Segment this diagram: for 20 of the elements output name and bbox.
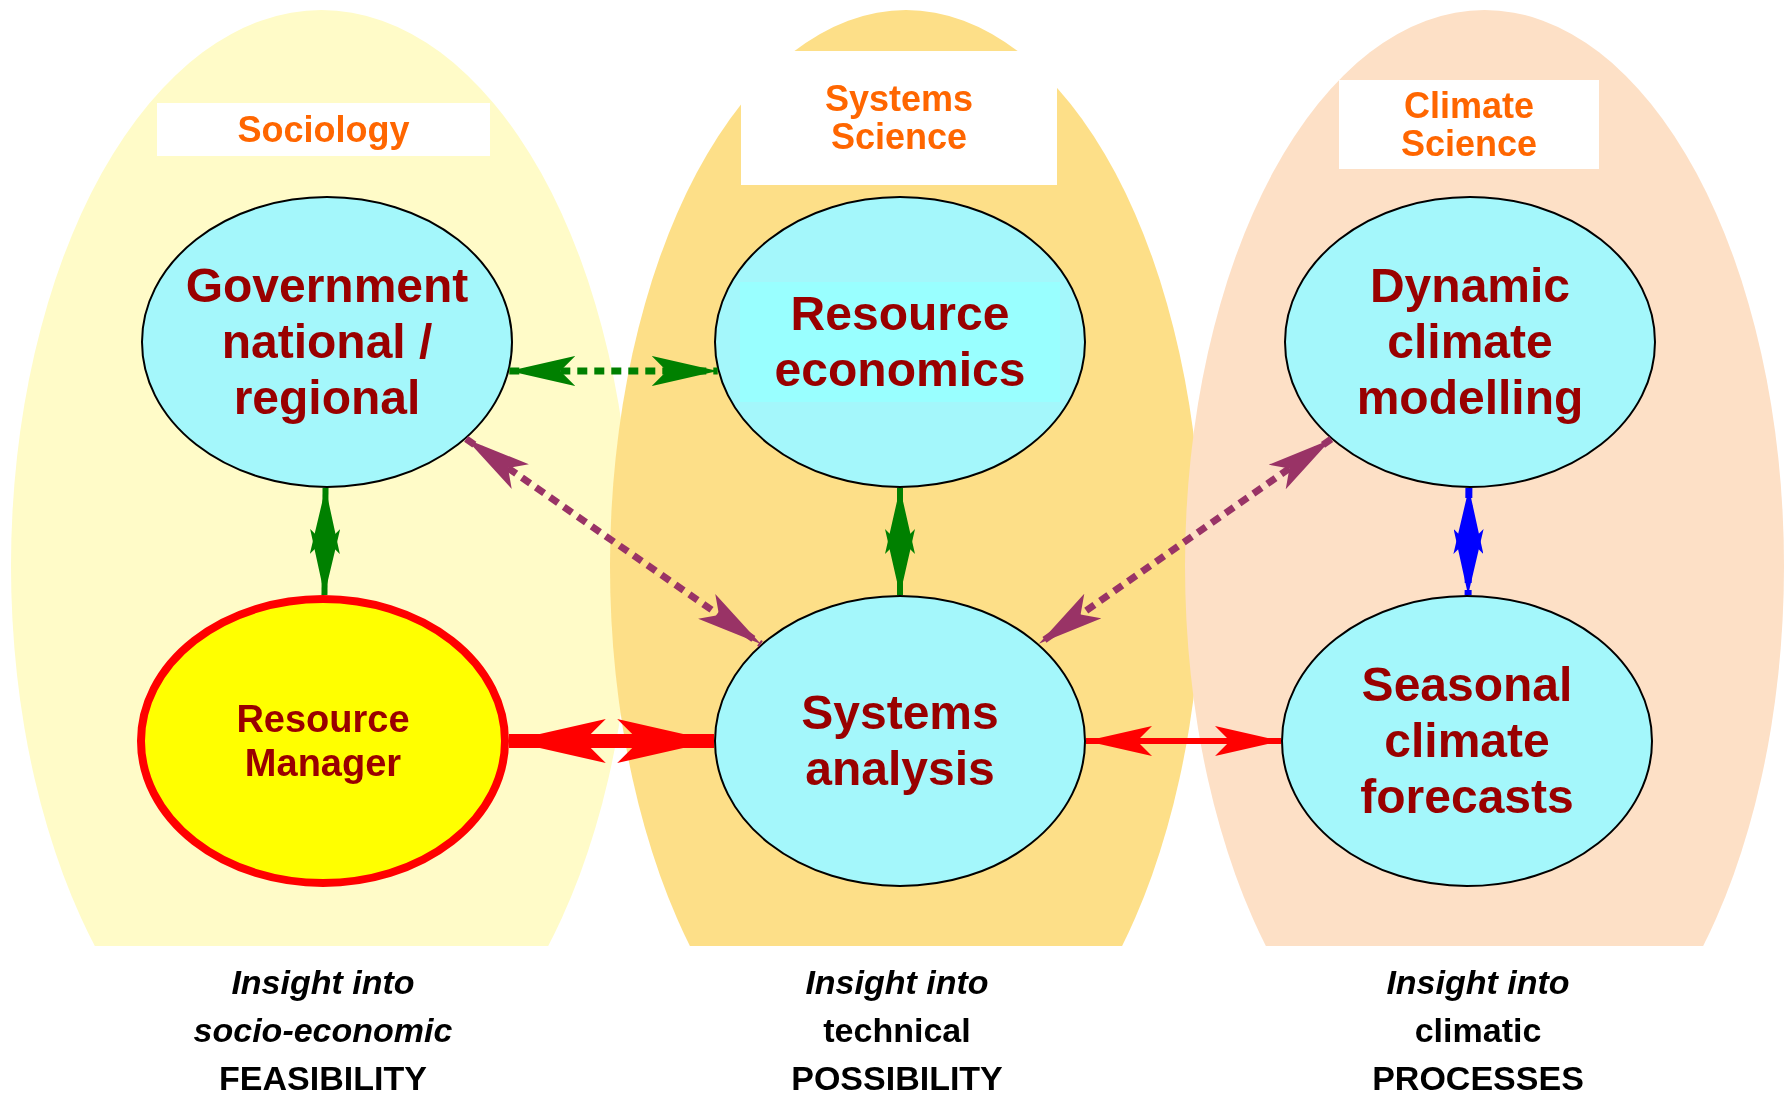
double-arrow	[1036, 436, 1334, 647]
topic-label: Seasonal climate forecasts	[1359, 656, 1575, 826]
double-arrow	[464, 436, 763, 647]
topic-label: Resource economics	[740, 281, 1060, 403]
double-arrow	[309, 487, 341, 596]
insight-caption: Insight into climatic PROCESSES	[1371, 962, 1585, 1099]
double-arrow	[509, 356, 718, 386]
band-heading: Systems Science	[741, 51, 1057, 185]
insight-caption: Insight into socio-economic FEASIBILITY	[192, 962, 454, 1099]
topic-label: Systems analysis	[800, 684, 1000, 797]
band-heading: Climate Science	[1339, 80, 1599, 169]
double-arrow	[885, 488, 915, 595]
band-heading: Sociology	[157, 103, 490, 156]
topic-label: Resource Manager	[235, 696, 411, 786]
topic-label: Dynamic climate modelling	[1355, 257, 1585, 427]
double-arrow	[1086, 726, 1281, 756]
double-arrow	[509, 719, 714, 763]
topic-label: Government national / regional	[184, 257, 470, 427]
insight-caption: Insight into technical POSSIBILITY	[790, 962, 1004, 1099]
double-arrow	[1453, 487, 1484, 596]
